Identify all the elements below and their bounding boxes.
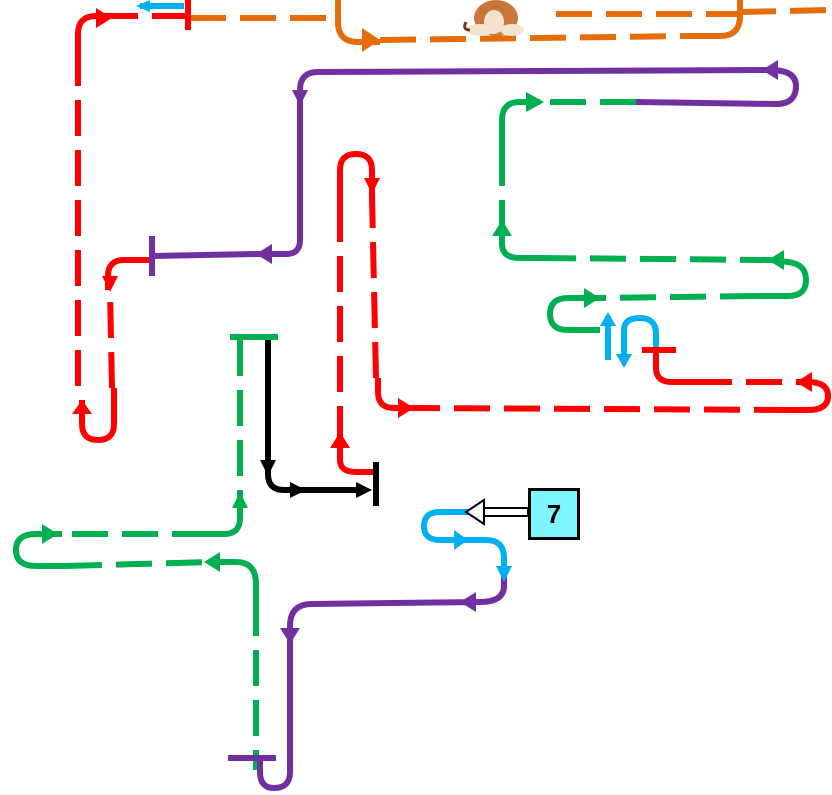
red-arrow-icon: [96, 8, 112, 28]
blue-path-mid: [600, 312, 659, 368]
purple-path-lower: [228, 576, 507, 791]
green-arrow-icon: [232, 492, 248, 508]
red-arrow-icon: [398, 398, 414, 418]
purple-arrow-icon: [292, 90, 308, 106]
red-arrow-icon: [796, 372, 812, 392]
cat-icon: [463, 0, 524, 36]
red-path-right: [330, 151, 831, 475]
red-arrow-icon: [330, 432, 350, 448]
green-path-upper: [492, 92, 809, 333]
green-arrow-icon: [204, 552, 220, 572]
green-arrow-icon: [526, 92, 544, 112]
purple-arrow-icon: [280, 628, 300, 644]
green-arrow-icon: [492, 220, 512, 236]
black-path: [230, 334, 379, 506]
blue-top-stub: [136, 0, 184, 12]
purple-path-upper: [151, 60, 799, 264]
blue-arrow-icon: [454, 530, 468, 550]
start-number-box: 7: [528, 488, 580, 540]
green-arrow-icon: [42, 524, 58, 544]
green-path-lower: [13, 340, 259, 770]
red-path-left: [72, 8, 188, 443]
red-arrow-icon: [364, 178, 380, 194]
red-arrow-icon: [102, 276, 118, 292]
orange-arrow-icon: [362, 28, 380, 52]
green-arrow-icon: [584, 288, 600, 308]
blue-path-lower: [421, 509, 512, 582]
green-arrow-icon: [768, 250, 784, 270]
purple-arrow-icon: [460, 592, 476, 612]
start-number-label: 7: [546, 498, 562, 529]
red-arrow-icon: [72, 400, 92, 414]
blue-arrow-icon: [496, 566, 512, 582]
orange-path: [190, 0, 832, 52]
purple-arrow-icon: [256, 244, 272, 264]
purple-arrow-icon: [762, 60, 778, 80]
start-arrow: [464, 498, 529, 526]
